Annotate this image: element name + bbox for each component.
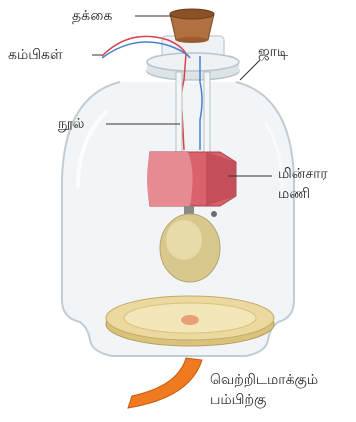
jar-label: ஜாடி xyxy=(258,44,288,60)
bell-gong xyxy=(160,214,220,282)
vacuum-pipe xyxy=(128,358,202,408)
thread-label: நூல் xyxy=(58,116,84,132)
bell-label-line2: மணி xyxy=(278,186,310,202)
base-plate xyxy=(106,296,274,346)
wires-label: கம்பிகள் xyxy=(8,47,63,63)
cork-stopper xyxy=(170,9,214,43)
bell-label-line1: மின்சார xyxy=(278,166,328,182)
pump-label-line2: பம்பிற்கு xyxy=(210,392,266,408)
stopper-label: தக்கை xyxy=(72,8,112,24)
jar-leader xyxy=(240,60,260,80)
pump-label-line1: வெற்றிடமாக்கும் xyxy=(210,372,318,388)
